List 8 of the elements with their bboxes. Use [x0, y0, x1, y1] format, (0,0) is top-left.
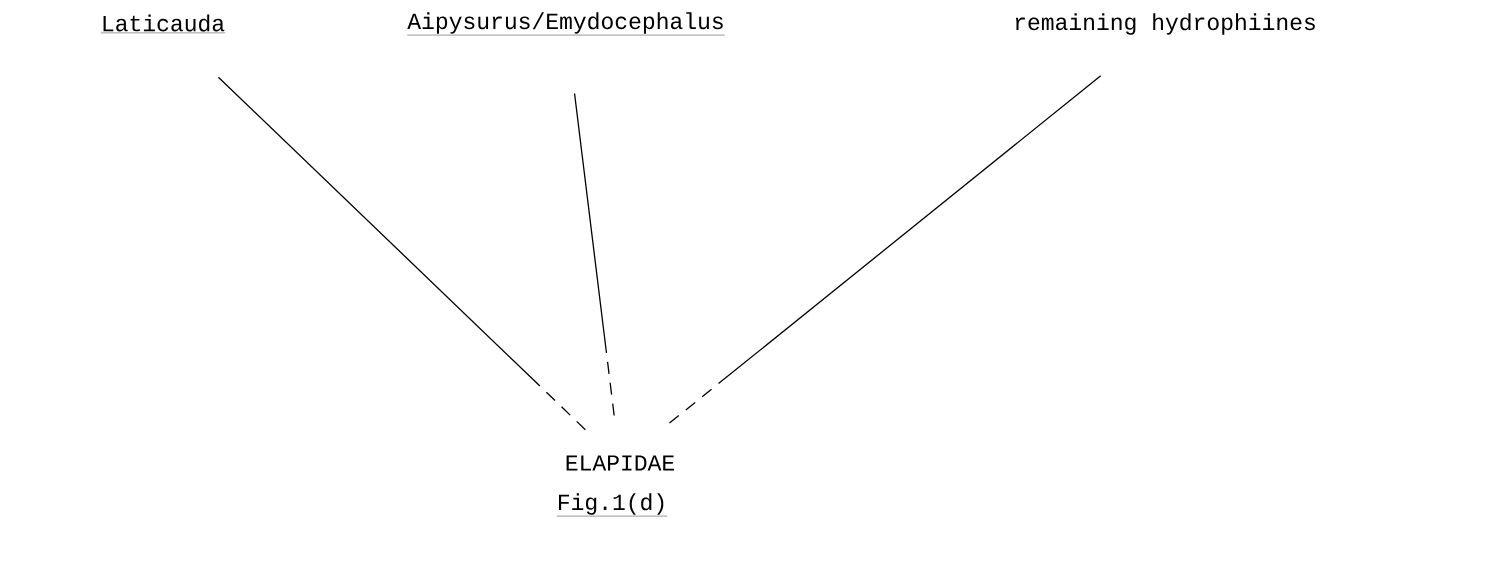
tree-branch	[217, 76, 586, 431]
tree-branch	[573, 92, 615, 417]
tree-branch	[668, 75, 1102, 424]
taxon-label: Laticauda	[100, 14, 226, 34]
taxon-label: remaining hydrophiines	[1015, 13, 1315, 35]
taxon-label: Aipysurus/Emydocephalus	[407, 12, 725, 36]
figure-caption: Fig.1(d)	[556, 493, 668, 517]
taxon-label: ELAPIDAE	[566, 455, 674, 471]
